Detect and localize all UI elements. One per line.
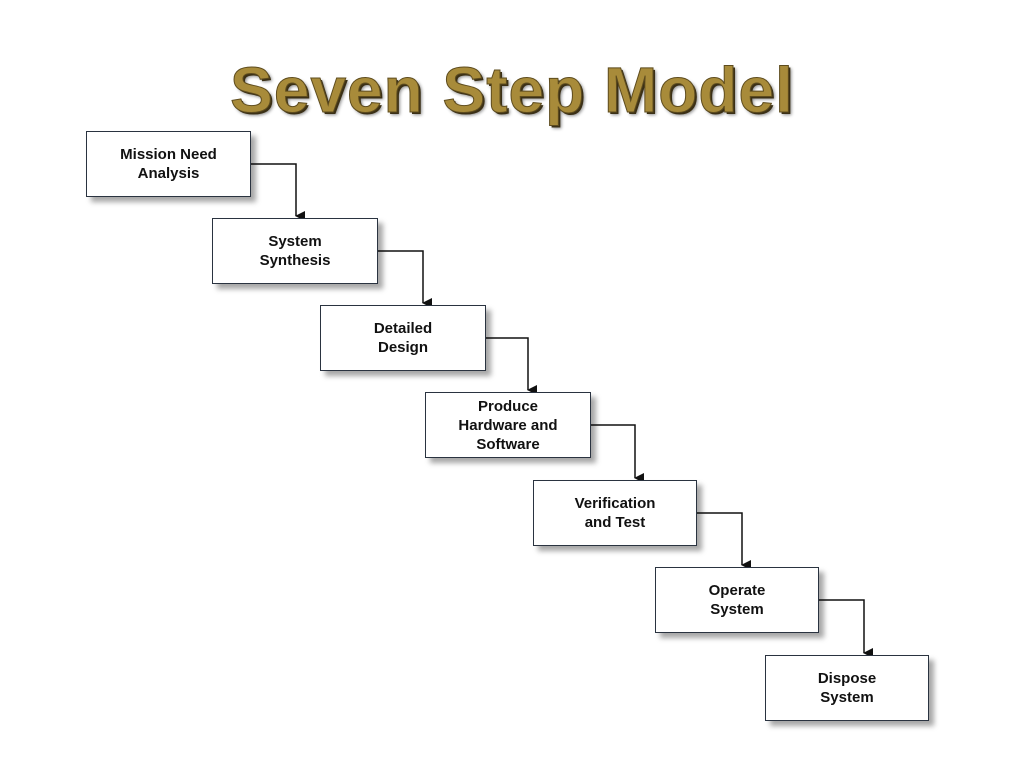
step-box-verification-and-test: Verification and Test <box>533 480 697 546</box>
step-label: Operate System <box>708 582 766 618</box>
connector-arrow <box>251 163 305 221</box>
step-label: Mission Need Analysis <box>120 146 217 182</box>
connector-arrow <box>697 512 751 570</box>
step-label: Verification and Test <box>574 495 656 531</box>
step-box-mission-need-analysis: Mission Need Analysis <box>86 131 251 197</box>
step-box-detailed-design: Detailed Design <box>320 305 486 371</box>
step-box-system-synthesis: System Synthesis <box>212 218 378 284</box>
connector-arrow <box>591 424 644 483</box>
step-box-produce-hardware-and-software: Produce Hardware and Software <box>425 392 591 458</box>
step-label: Dispose System <box>817 670 877 706</box>
connector-arrow <box>378 250 432 308</box>
connector-arrow <box>486 337 537 395</box>
step-label: Detailed Design <box>373 320 433 356</box>
step-box-operate-system: Operate System <box>655 567 819 633</box>
step-label: System Synthesis <box>259 233 331 269</box>
connector-arrow <box>819 599 873 658</box>
step-label: Produce Hardware and Software <box>458 397 558 453</box>
step-box-dispose-system: Dispose System <box>765 655 929 721</box>
slide-title: Seven Step Model <box>230 54 794 127</box>
